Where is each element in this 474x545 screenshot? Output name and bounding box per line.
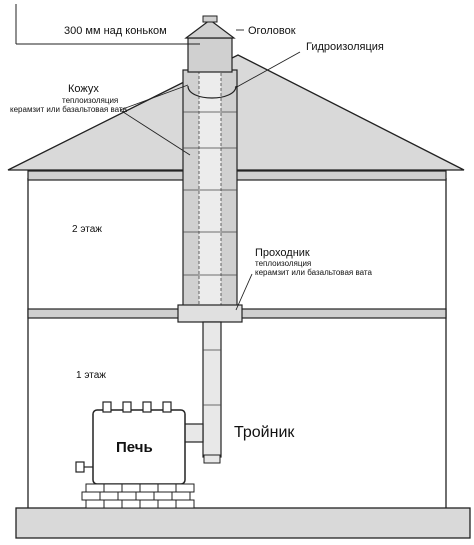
stove-top-tabs	[102, 401, 172, 413]
floor2-label: 2 этаж	[72, 224, 102, 235]
leader-lines	[119, 29, 301, 311]
chimney-cap-top	[202, 15, 218, 23]
cap-label: Оголовок	[248, 25, 296, 37]
casing-sub1-label: теплоизоляция	[62, 96, 118, 105]
casing-sub2-label: керамзит или базальтовая вата	[10, 105, 127, 114]
tee-bottom-cap	[203, 454, 221, 464]
waterproofing-collar	[187, 85, 237, 99]
stove-label: Печь	[116, 439, 153, 456]
chimney-top-section	[187, 37, 233, 73]
first-floor-pipe	[202, 321, 222, 458]
tee-label: Тройник	[234, 424, 295, 441]
height-note-label: 300 мм над коньком	[64, 25, 167, 37]
waterproofing-label: Гидроизоляция	[306, 41, 384, 53]
floor1-label: 1 этаж	[76, 370, 106, 381]
passthrough-sub2-label: керамзит или базальтовая вата	[255, 268, 372, 277]
height-dimension	[15, 4, 200, 45]
passthrough-plate	[177, 304, 243, 323]
stove-side-handle	[75, 461, 85, 473]
pipe-joints	[203, 349, 221, 406]
stove-brick-base	[81, 483, 195, 509]
tee-connector	[182, 423, 204, 443]
passthrough-label: Проходник	[255, 247, 310, 259]
foundation-slab	[15, 507, 471, 539]
casing-joints	[183, 111, 237, 276]
passthrough-sub1-label: теплоизоляция	[255, 259, 311, 268]
casing-label: Кожух	[68, 83, 99, 95]
chimney-cap	[184, 19, 236, 39]
